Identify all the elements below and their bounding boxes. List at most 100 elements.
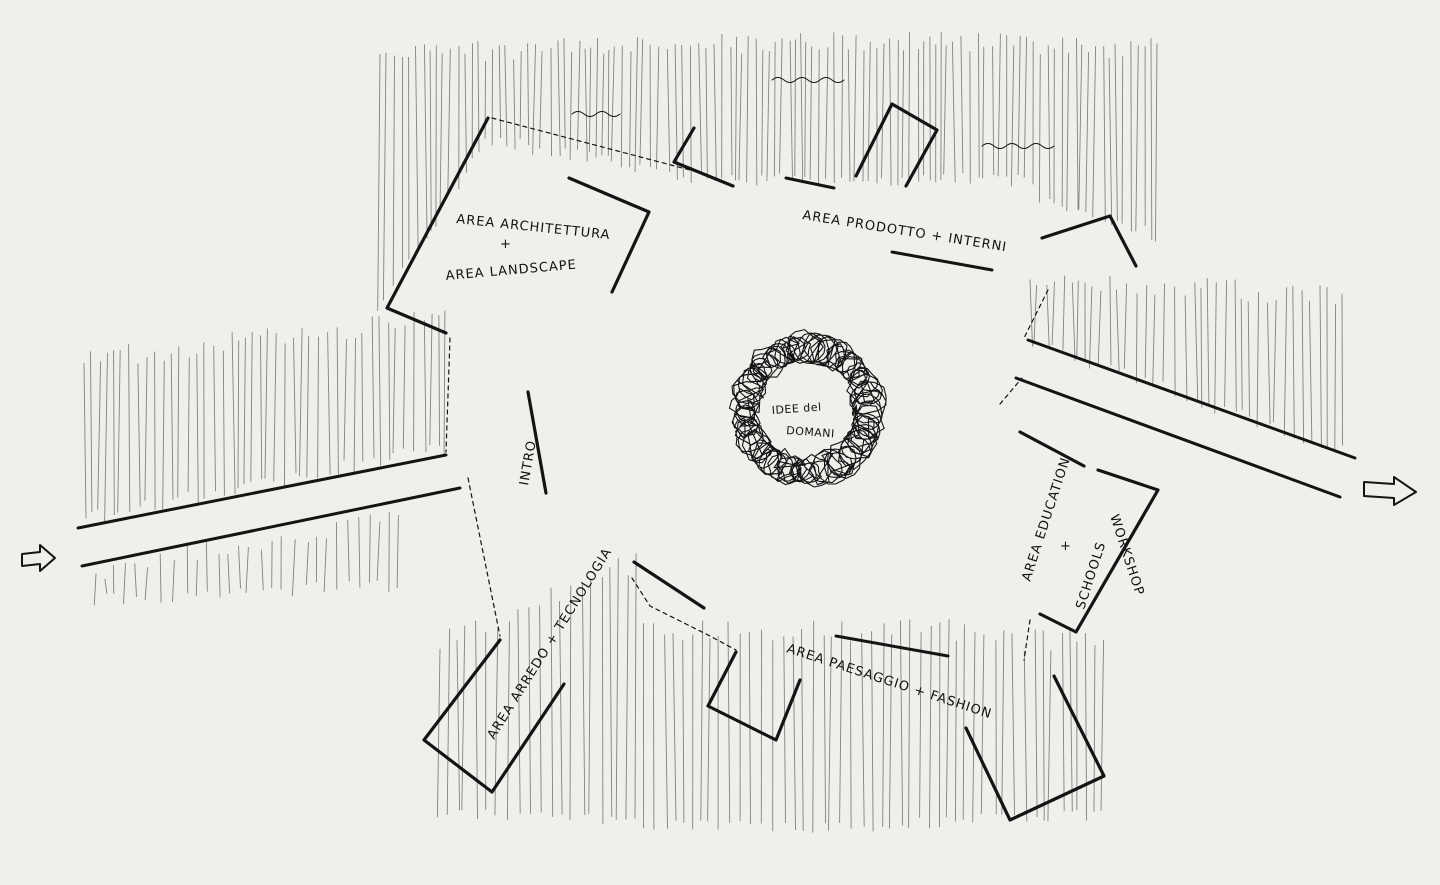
hatch-stroke (1334, 303, 1337, 450)
hatch-stroke (783, 636, 786, 824)
hatch-stroke (1123, 283, 1128, 369)
hatch-stroke (908, 31, 911, 178)
hatch-stroke (293, 337, 297, 474)
exit-corridor (1014, 338, 1357, 499)
hatch-stroke (550, 47, 552, 157)
hatch-stroke (610, 46, 615, 162)
hatch-stroke (682, 639, 685, 823)
hatch-stroke (528, 607, 531, 814)
hatch-stroke (177, 346, 180, 498)
hatch-stroke (730, 47, 733, 176)
hatch-stroke (588, 579, 592, 814)
hatch-stroke (601, 577, 604, 825)
hatch-stroke (439, 53, 443, 209)
hatch-stroke (1017, 35, 1021, 176)
hatch-stroke (634, 37, 638, 172)
hatch-stroke (901, 50, 905, 178)
hatch-stroke (689, 45, 692, 183)
hatch-stroke (1194, 282, 1199, 400)
hatch-stroke (305, 542, 309, 585)
hatch-stroke (532, 44, 537, 155)
hatch-stroke (475, 620, 478, 820)
hatch-stroke (962, 624, 965, 820)
hatch-stroke (1062, 275, 1066, 351)
hatch-stroke (609, 567, 613, 818)
hatch-stroke (1135, 45, 1139, 232)
hatch-stroke (264, 328, 268, 479)
label-plus-1: + (500, 237, 512, 252)
hatch-stroke (237, 340, 240, 489)
hatch-stroke (980, 634, 985, 815)
hatch-stroke (402, 325, 406, 449)
hatch-stroke (388, 322, 391, 460)
hatch-stroke (595, 37, 599, 158)
hatch-stroke (245, 547, 249, 593)
hatch-stroke (1076, 280, 1079, 359)
hatch-stroke (625, 575, 629, 820)
hatch-stroke (506, 621, 510, 821)
hatch-stroke (196, 353, 199, 505)
hatch-stroke (369, 514, 371, 583)
hatch-stroke (620, 45, 623, 168)
hatch-stroke (853, 35, 857, 182)
hatch-stroke (1034, 629, 1038, 818)
hatch-stroke (801, 628, 804, 831)
hatch-stroke (882, 623, 885, 827)
hatch-stroke (1135, 293, 1138, 384)
hatch-stroke (664, 634, 668, 829)
hatch-stroke (1174, 286, 1176, 397)
hatch-stroke (456, 640, 461, 811)
hatch-stroke (1100, 639, 1105, 811)
hatch-stroke (1071, 282, 1076, 361)
hatch-stroke (945, 619, 950, 818)
hatch-stroke (144, 567, 149, 601)
hatch-stroke (1256, 292, 1260, 428)
hatch-stroke (569, 585, 572, 821)
hatch-stroke (347, 519, 350, 582)
label-intro: INTRO (517, 439, 540, 487)
hatch-stroke (371, 316, 375, 459)
hatch-stroke (227, 554, 231, 594)
hatch-stroke (841, 35, 844, 178)
room-arredo-tecnologia (422, 477, 737, 794)
room-paesaggio-fashion (706, 634, 1106, 822)
hatch-stroke (889, 38, 892, 186)
hatch-stroke (1184, 295, 1188, 402)
room-education-workshop (999, 377, 1160, 661)
hatch-stroke (955, 640, 957, 822)
hatch-stroke (1046, 284, 1050, 350)
hatch-stroke (577, 40, 581, 150)
hatch-stroke (727, 621, 731, 823)
hatching-left (83, 310, 446, 606)
hatch-stroke (755, 38, 758, 186)
hatch-stroke (1144, 284, 1148, 379)
label-schools: SCHOOLS (1074, 540, 1110, 611)
hatch-stroke (681, 44, 684, 178)
hatch-stroke (222, 350, 225, 496)
hatch-stroke (629, 51, 632, 168)
hatch-stroke (205, 542, 208, 592)
hatch-stroke (1272, 299, 1277, 423)
hatch-stroke (1319, 285, 1322, 448)
hatch-stroke (273, 333, 277, 482)
hatch-stroke (888, 634, 893, 829)
hatch-stroke (1097, 290, 1102, 367)
hatch-stroke (1038, 54, 1041, 203)
hatch-stroke (1152, 294, 1156, 387)
hatch-stroke (1029, 279, 1033, 347)
hatch-stroke (113, 350, 115, 516)
hatch-stroke (861, 633, 865, 827)
hatch-stroke (792, 636, 796, 831)
hatch-stroke (1240, 299, 1243, 410)
hatch-stroke (700, 620, 704, 821)
hatch-stroke (213, 345, 216, 492)
hatch-stroke (291, 539, 296, 597)
hatch-stroke (1076, 38, 1079, 211)
label-workshop: WORKSHOP (1106, 513, 1146, 598)
hatch-stroke (513, 59, 516, 150)
label-area-paesaggio-fashion: AREA PAESAGGIO + FASHION (785, 642, 994, 723)
hatch-stroke (1051, 281, 1055, 345)
hatch-stroke (1103, 45, 1106, 222)
hatching-right (1029, 275, 1343, 450)
hatch-stroke (1283, 287, 1288, 437)
